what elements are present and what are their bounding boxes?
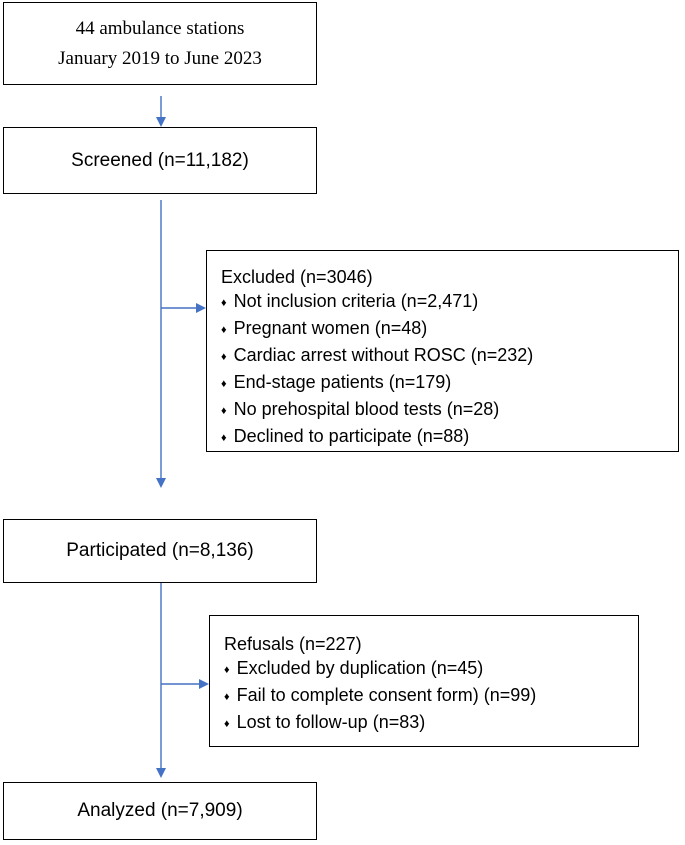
diamond-bullet-icon: ♦	[221, 432, 227, 444]
screened-box: Screened (n=11,182)	[3, 127, 317, 194]
diamond-bullet-icon: ♦	[224, 691, 230, 703]
source-box: 44 ambulance stations January 2019 to Ju…	[3, 2, 317, 85]
diamond-bullet-icon: ♦	[221, 378, 227, 390]
excluded-item: ♦No prehospital blood tests (n=28)	[221, 397, 678, 424]
analyzed-box: Analyzed (n=7,909)	[3, 782, 317, 840]
excluded-title: Excluded (n=3046)	[221, 267, 373, 287]
refusals-box: Refusals (n=227) ♦Excluded by duplicatio…	[209, 615, 639, 747]
excluded-list: ♦Not inclusion criteria (n=2,471) ♦Pregn…	[221, 289, 678, 451]
refusals-title: Refusals (n=227)	[224, 634, 362, 654]
excluded-item: ♦End-stage patients (n=179)	[221, 370, 678, 397]
diamond-bullet-icon: ♦	[221, 405, 227, 417]
excluded-box: Excluded (n=3046) ♦Not inclusion criteri…	[206, 250, 679, 452]
source-line-1: 44 ambulance stations	[75, 17, 245, 39]
refusals-item: ♦Fail to complete consent form) (n=99)	[224, 683, 638, 710]
analyzed-label: Analyzed (n=7,909)	[77, 800, 243, 821]
diamond-bullet-icon: ♦	[224, 718, 230, 730]
diamond-bullet-icon: ♦	[221, 324, 227, 336]
refusals-list: ♦Excluded by duplication (n=45) ♦Fail to…	[224, 656, 638, 737]
participated-label: Participated (n=8,136)	[66, 540, 254, 561]
screened-label: Screened (n=11,182)	[71, 149, 249, 171]
refusals-item: ♦Lost to follow-up (n=83)	[224, 710, 638, 737]
diamond-bullet-icon: ♦	[221, 351, 227, 363]
refusals-item: ♦Excluded by duplication (n=45)	[224, 656, 638, 683]
participated-box: Participated (n=8,136)	[3, 519, 317, 583]
excluded-item: ♦Pregnant women (n=48)	[221, 316, 678, 343]
excluded-item: ♦Not inclusion criteria (n=2,471)	[221, 289, 678, 316]
excluded-item: ♦Declined to participate (n=88)	[221, 424, 678, 451]
diamond-bullet-icon: ♦	[221, 297, 227, 309]
excluded-item: ♦Cardiac arrest without ROSC (n=232)	[221, 343, 678, 370]
diamond-bullet-icon: ♦	[224, 664, 230, 676]
source-line-2: January 2019 to June 2023	[58, 47, 262, 69]
